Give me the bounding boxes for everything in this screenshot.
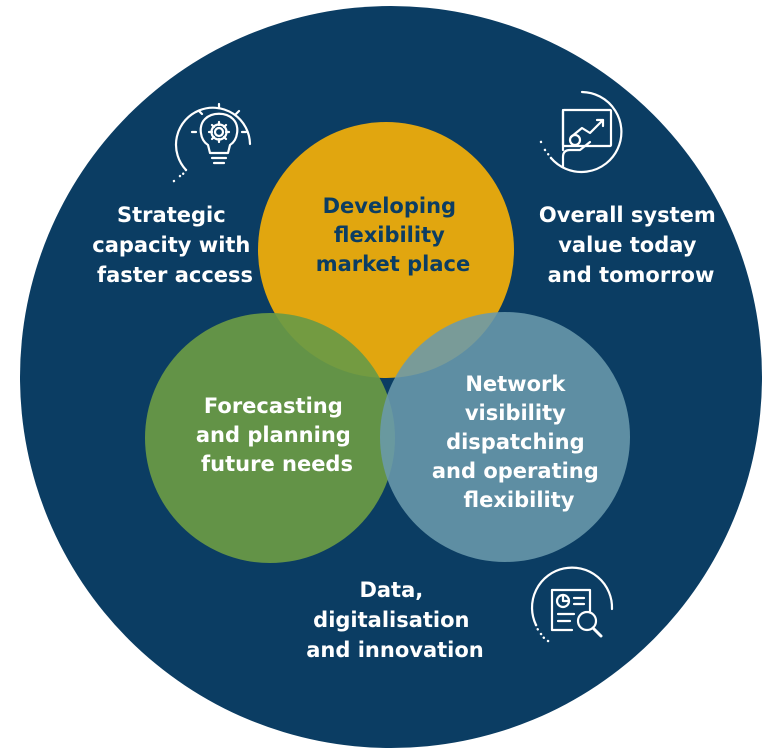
- presentation-chart-icon: [538, 90, 623, 174]
- outer-top-right-line-3: and tomorrow: [548, 263, 715, 287]
- outer-top-left-line-2: capacity with: [92, 233, 250, 257]
- venn-right-label: Network visibility dispatching and opera…: [432, 372, 606, 512]
- outer-top-right-line-1: Overall system: [539, 203, 716, 227]
- venn-circle-left: [145, 313, 395, 563]
- outer-bottom-line-1: Data,: [359, 578, 423, 602]
- venn-right-line-2: visibility: [465, 401, 566, 425]
- venn-top-line-3: market place: [316, 252, 471, 276]
- outer-top-left-line-1: Strategic: [117, 203, 226, 227]
- outer-top-left-label: Strategic capacity with faster access: [92, 203, 257, 287]
- outer-top-right-line-2: value today: [558, 233, 697, 257]
- venn-top-line-2: flexibility: [334, 223, 445, 247]
- venn-circle-top: [258, 122, 514, 378]
- outer-bottom-line-2: digitalisation: [313, 608, 469, 632]
- venn-right-line-1: Network: [465, 372, 566, 396]
- outer-bottom-label: Data, digitalisation and innovation: [306, 578, 483, 662]
- venn-left-line-2: and planning: [196, 423, 351, 447]
- venn-right-line-3: dispatching: [446, 430, 585, 454]
- document-search-icon: [530, 566, 614, 645]
- venn-right-line-5: flexibility: [464, 488, 575, 512]
- venn-left-label: Forecasting and planning future needs: [196, 394, 358, 476]
- outer-top-right-label: Overall system value today and tomorrow: [539, 203, 723, 287]
- venn-top-label: Developing flexibility market place: [316, 194, 471, 276]
- venn-right-line-4: and operating: [432, 459, 599, 483]
- outer-top-left-line-3: faster access: [97, 263, 253, 287]
- lightbulb-gear-icon: [169, 102, 252, 185]
- venn-left-line-3: future needs: [201, 452, 353, 476]
- outer-bottom-line-3: and innovation: [306, 638, 483, 662]
- venn-circle-right: [380, 312, 630, 562]
- venn-left-line-1: Forecasting: [204, 394, 343, 418]
- venn-top-line-1: Developing: [323, 194, 456, 218]
